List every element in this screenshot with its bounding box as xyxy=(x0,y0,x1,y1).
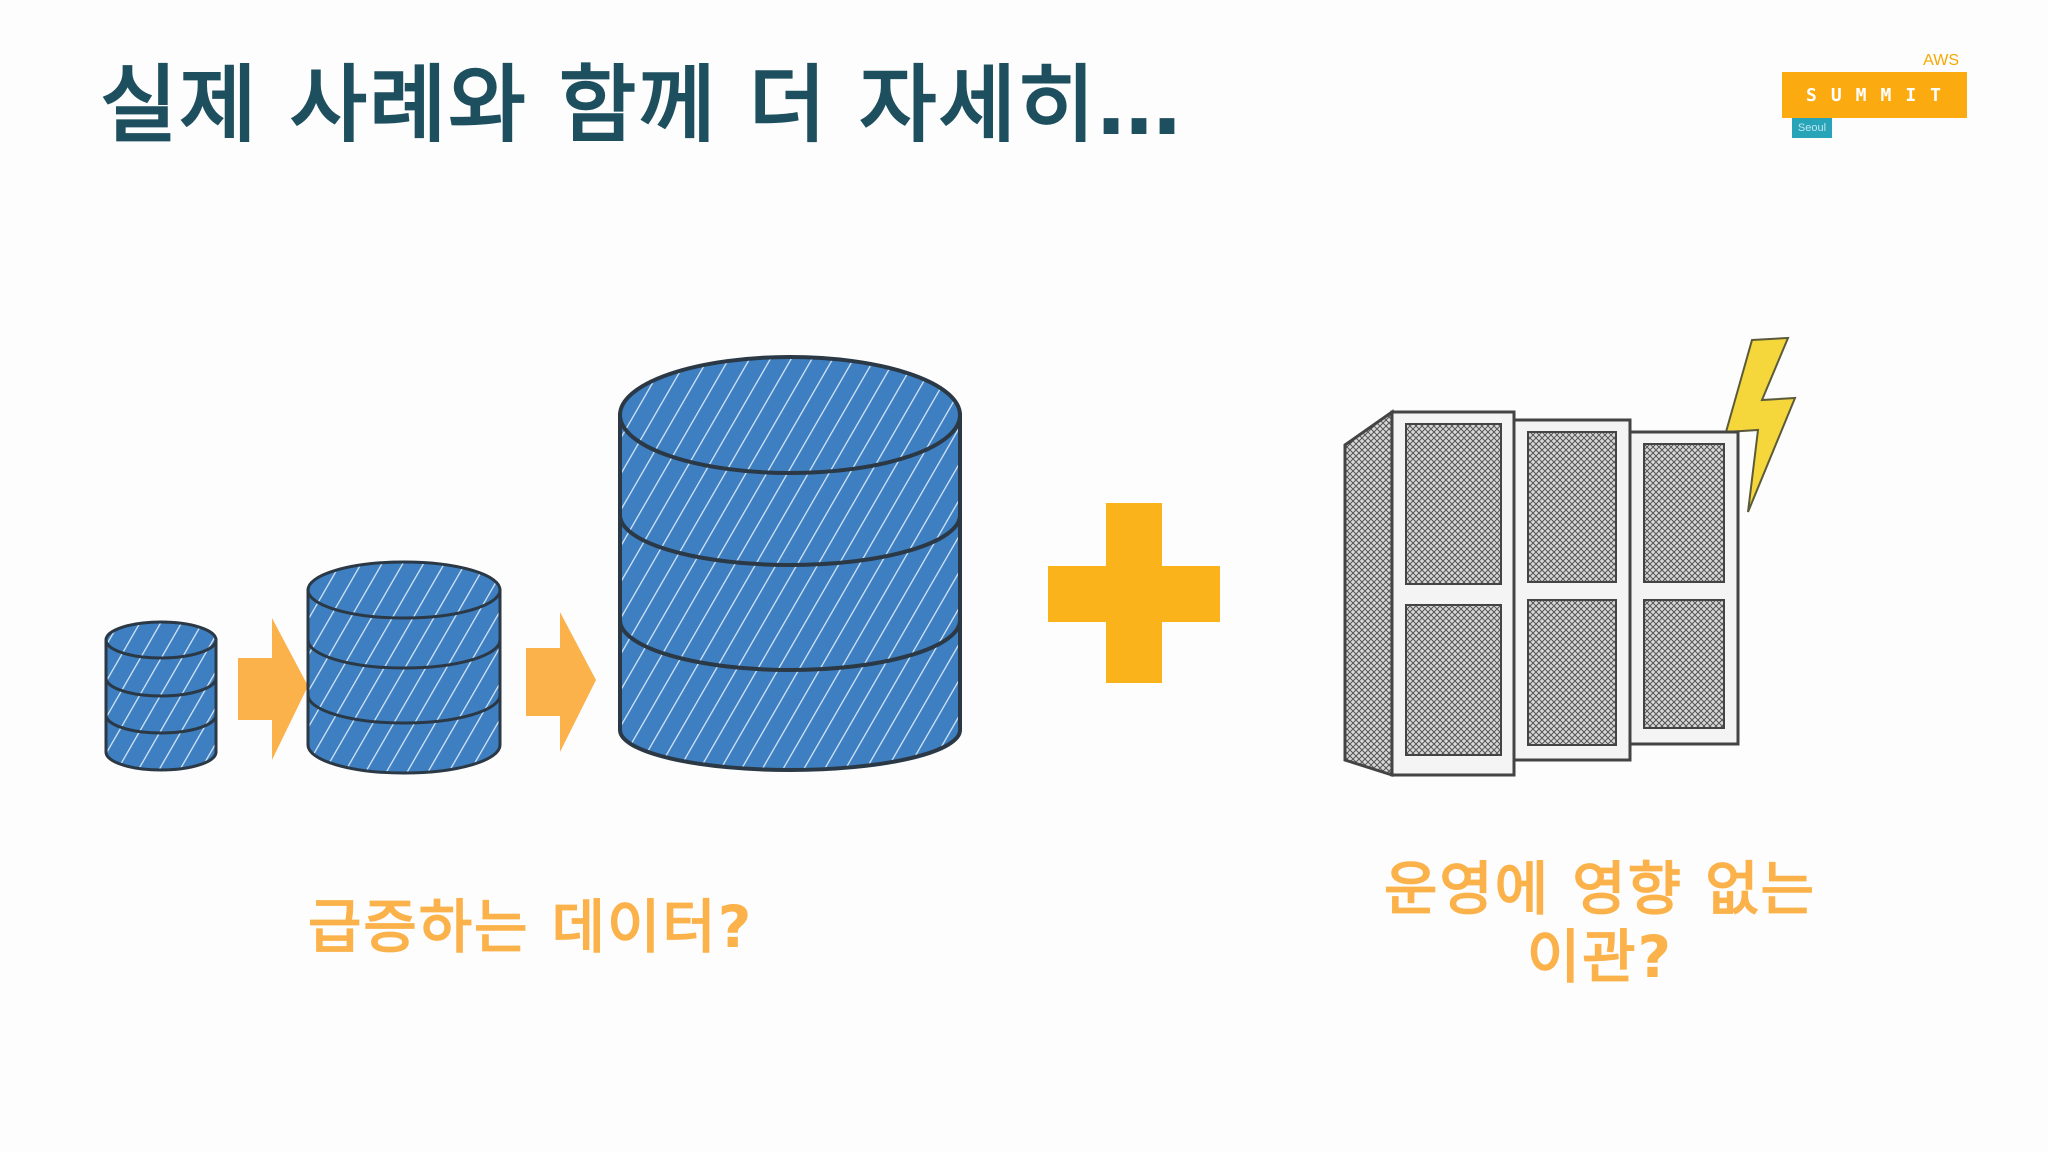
database-small-icon xyxy=(104,620,218,772)
logo-summit-text: SUMMIT xyxy=(1805,84,1956,106)
caption-data-growth: 급증하는 데이터? xyxy=(308,893,754,961)
plus-icon xyxy=(1048,503,1220,683)
server-rack-icon xyxy=(1343,409,1740,778)
database-medium-icon xyxy=(306,560,502,775)
arrow-right-icon xyxy=(238,618,308,760)
caption-migration-line1: 운영에 영향 없는 xyxy=(1384,855,1816,923)
caption-migration-line2: 이관? xyxy=(1526,923,1674,991)
arrow-right-icon xyxy=(526,612,596,752)
page-title: 실제 사례와 함께 더 자세히… xyxy=(100,56,1184,154)
logo-seoul-badge: Seoul xyxy=(1792,118,1832,138)
caption-migration: 운영에 영향 없는 이관? xyxy=(1300,855,1900,991)
database-large-icon xyxy=(618,355,962,772)
logo-bar: SUMMIT xyxy=(1782,72,1967,118)
logo-aws-text: AWS xyxy=(1923,52,1959,69)
aws-summit-logo: AWS SUMMIT Seoul xyxy=(1782,52,1967,142)
